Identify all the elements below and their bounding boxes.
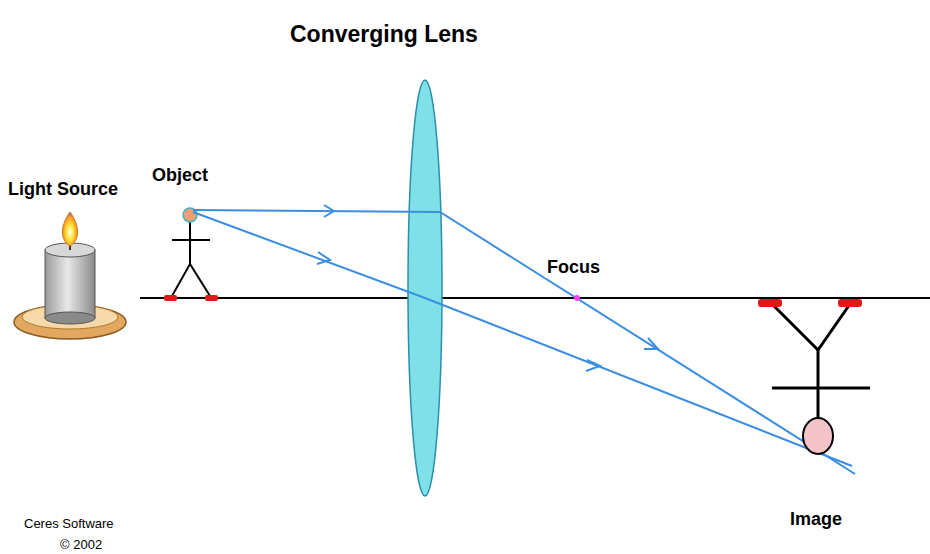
focus-point <box>574 295 580 301</box>
diagram-title: Converging Lens <box>290 22 478 47</box>
object-figure <box>172 222 210 296</box>
object-label: Object <box>152 166 208 186</box>
image-label: Image <box>790 510 842 530</box>
converging-lens <box>408 80 442 496</box>
copyright-label: © 2002 <box>60 538 102 552</box>
optical-axis <box>140 297 930 299</box>
light-rays <box>193 205 855 474</box>
image-head <box>803 418 833 454</box>
focus-label: Focus <box>545 258 602 278</box>
credit-label: Ceres Software <box>24 517 114 531</box>
candle <box>14 212 126 339</box>
light-source-label: Light Source <box>8 180 133 200</box>
image-figure <box>772 304 870 418</box>
